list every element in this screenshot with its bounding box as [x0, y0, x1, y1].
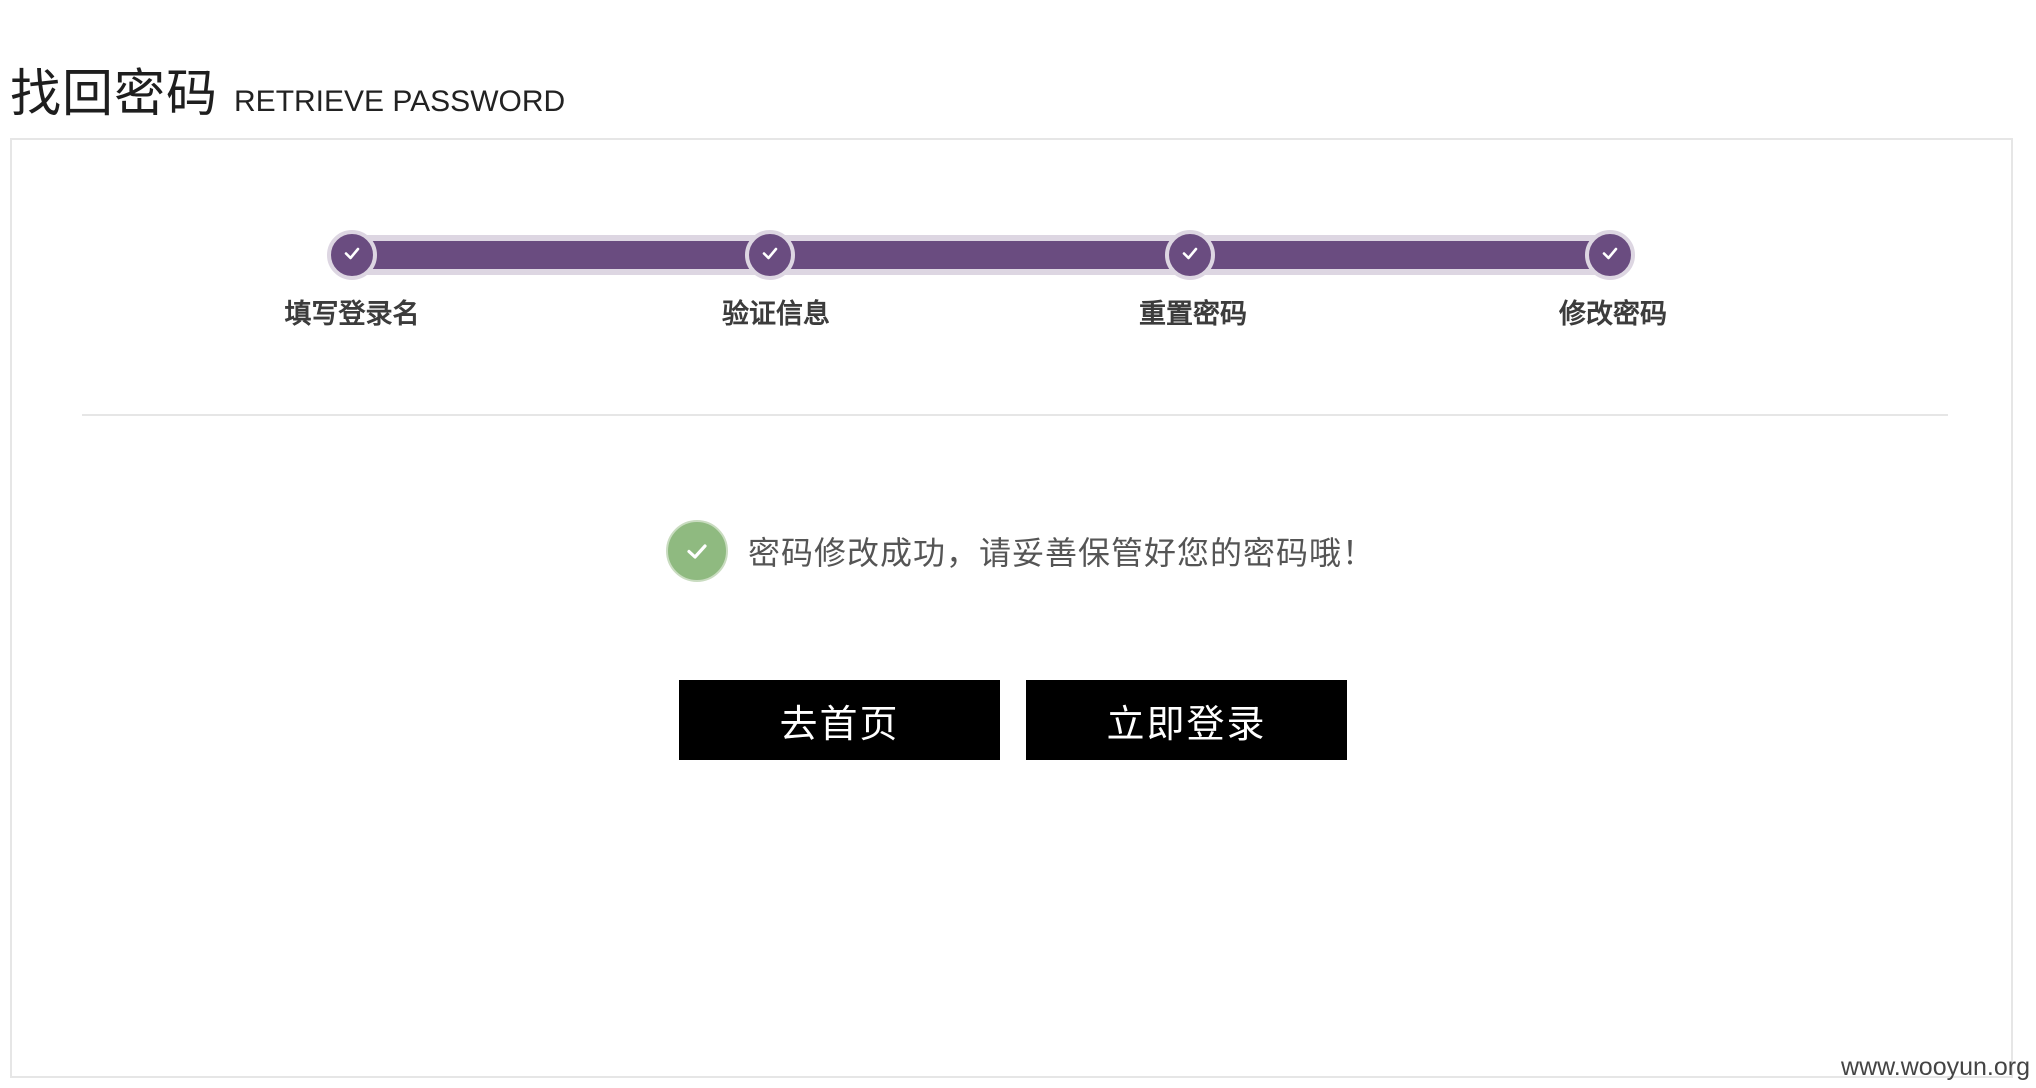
- check-icon: [342, 243, 362, 267]
- check-icon: [1180, 243, 1200, 267]
- page-title: 找回密码: [10, 65, 219, 124]
- retrieve-password-panel: 填写登录名 验证信息 重置密码 修改密码 密码修改成功，请妥善保管好您的密码哦！…: [10, 138, 2013, 1078]
- divider: [82, 414, 1948, 416]
- success-message: 密码修改成功，请妥善保管好您的密码哦！: [666, 520, 1375, 582]
- step-4-label: 修改密码: [1559, 299, 1667, 330]
- step-2-label: 验证信息: [722, 299, 830, 330]
- step-progress: 填写登录名 验证信息 重置密码 修改密码: [12, 140, 2011, 400]
- step-3-node: [1165, 230, 1215, 280]
- progress-fill: [351, 241, 1615, 269]
- success-text: 密码修改成功，请妥善保管好您的密码哦！: [748, 534, 1376, 572]
- check-icon: [1600, 243, 1620, 267]
- step-2-node: [745, 230, 795, 280]
- step-1-label: 填写登录名: [284, 299, 420, 330]
- success-check-icon: [666, 520, 728, 582]
- watermark: www.wooyun.org: [1841, 1053, 2030, 1081]
- go-home-button[interactable]: 去首页: [679, 680, 1000, 760]
- step-1-node: [327, 230, 377, 280]
- step-3-label: 重置密码: [1139, 299, 1247, 330]
- page-header: 找回密码 RETRIEVE PASSWORD: [10, 52, 565, 124]
- step-4-node: [1585, 230, 1635, 280]
- check-icon: [760, 243, 780, 267]
- login-now-button[interactable]: 立即登录: [1026, 680, 1347, 760]
- page-subtitle: RETRIEVE PASSWORD: [234, 85, 566, 118]
